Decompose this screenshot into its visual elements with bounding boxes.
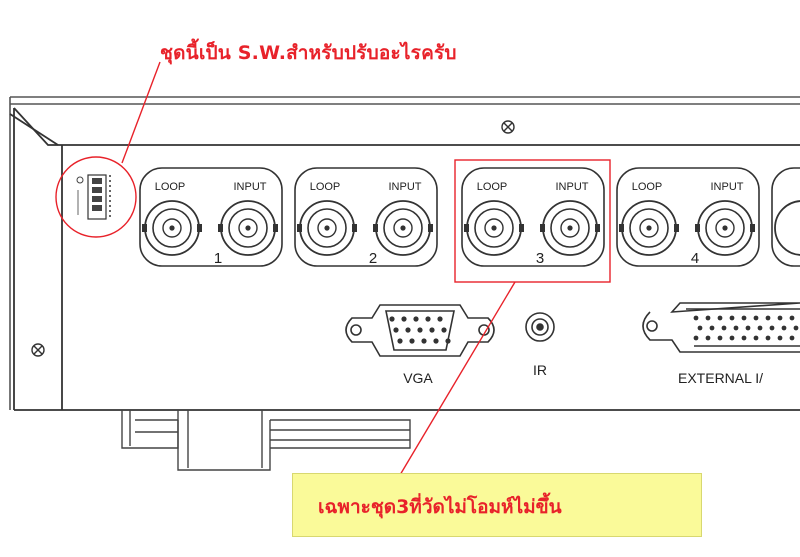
bottom-annotation-note: เฉพาะชุด3ที่วัดไม่โอมห์ไม่ขึ้น xyxy=(318,496,562,518)
channel-frame xyxy=(139,167,283,267)
channel-3-highlight xyxy=(399,159,611,476)
loop-label: LOOP xyxy=(632,181,663,193)
vga-label: VGA xyxy=(403,370,433,386)
input-label: INPUT xyxy=(234,181,267,193)
vga-port xyxy=(345,304,495,357)
ir-label: IR xyxy=(533,362,547,378)
channel-number: 2 xyxy=(369,250,377,267)
annotation-circle xyxy=(55,61,161,238)
channel-number: 3 xyxy=(536,250,544,267)
channel-frame xyxy=(461,167,605,267)
top-annotation-note: ชุดนี้เป็น S.W.สำหรับปรับอะไรครับ xyxy=(160,42,457,64)
dip-switch xyxy=(76,174,111,220)
screw-icon xyxy=(31,343,45,357)
bnc-loop-connector xyxy=(142,200,202,256)
bnc-channel-4: LOOP INPUT 4 xyxy=(616,167,760,267)
bnc-loop-connector xyxy=(464,200,524,256)
ir-jack xyxy=(525,312,555,342)
bnc-channel-2: LOOP INPUT 2 xyxy=(294,167,438,267)
chassis-top xyxy=(9,96,800,410)
channel-frame xyxy=(616,167,760,267)
bnc-input-connector xyxy=(695,200,755,256)
bnc-channel-3: LOOP INPUT 3 xyxy=(461,167,605,267)
channel-number: 1 xyxy=(214,250,222,267)
input-label: INPUT xyxy=(389,181,422,193)
screw-icon xyxy=(501,120,515,134)
channel-number: 4 xyxy=(691,250,699,267)
rear-panel xyxy=(9,107,800,411)
loop-label: LOOP xyxy=(155,181,186,193)
external-io-connector xyxy=(642,302,800,353)
bnc-partial-connector xyxy=(771,167,800,267)
input-label: INPUT xyxy=(711,181,744,193)
external-io-pins xyxy=(693,315,799,341)
input-label: INPUT xyxy=(556,181,589,193)
vga-pins xyxy=(389,316,451,344)
loop-label: LOOP xyxy=(310,181,341,193)
bnc-input-connector xyxy=(540,200,600,256)
bnc-loop-connector xyxy=(619,200,679,256)
bnc-input-connector xyxy=(218,200,278,256)
bnc-input-connector xyxy=(373,200,433,256)
loop-label: LOOP xyxy=(477,181,508,193)
external-io-label: EXTERNAL I/ xyxy=(678,370,763,386)
bottom-annotation-box xyxy=(292,473,702,537)
channel-frame xyxy=(294,167,438,267)
bnc-channel-1: LOOP INPUT 1 xyxy=(139,167,283,267)
mounting-bracket xyxy=(121,410,411,471)
bnc-loop-connector xyxy=(297,200,357,256)
